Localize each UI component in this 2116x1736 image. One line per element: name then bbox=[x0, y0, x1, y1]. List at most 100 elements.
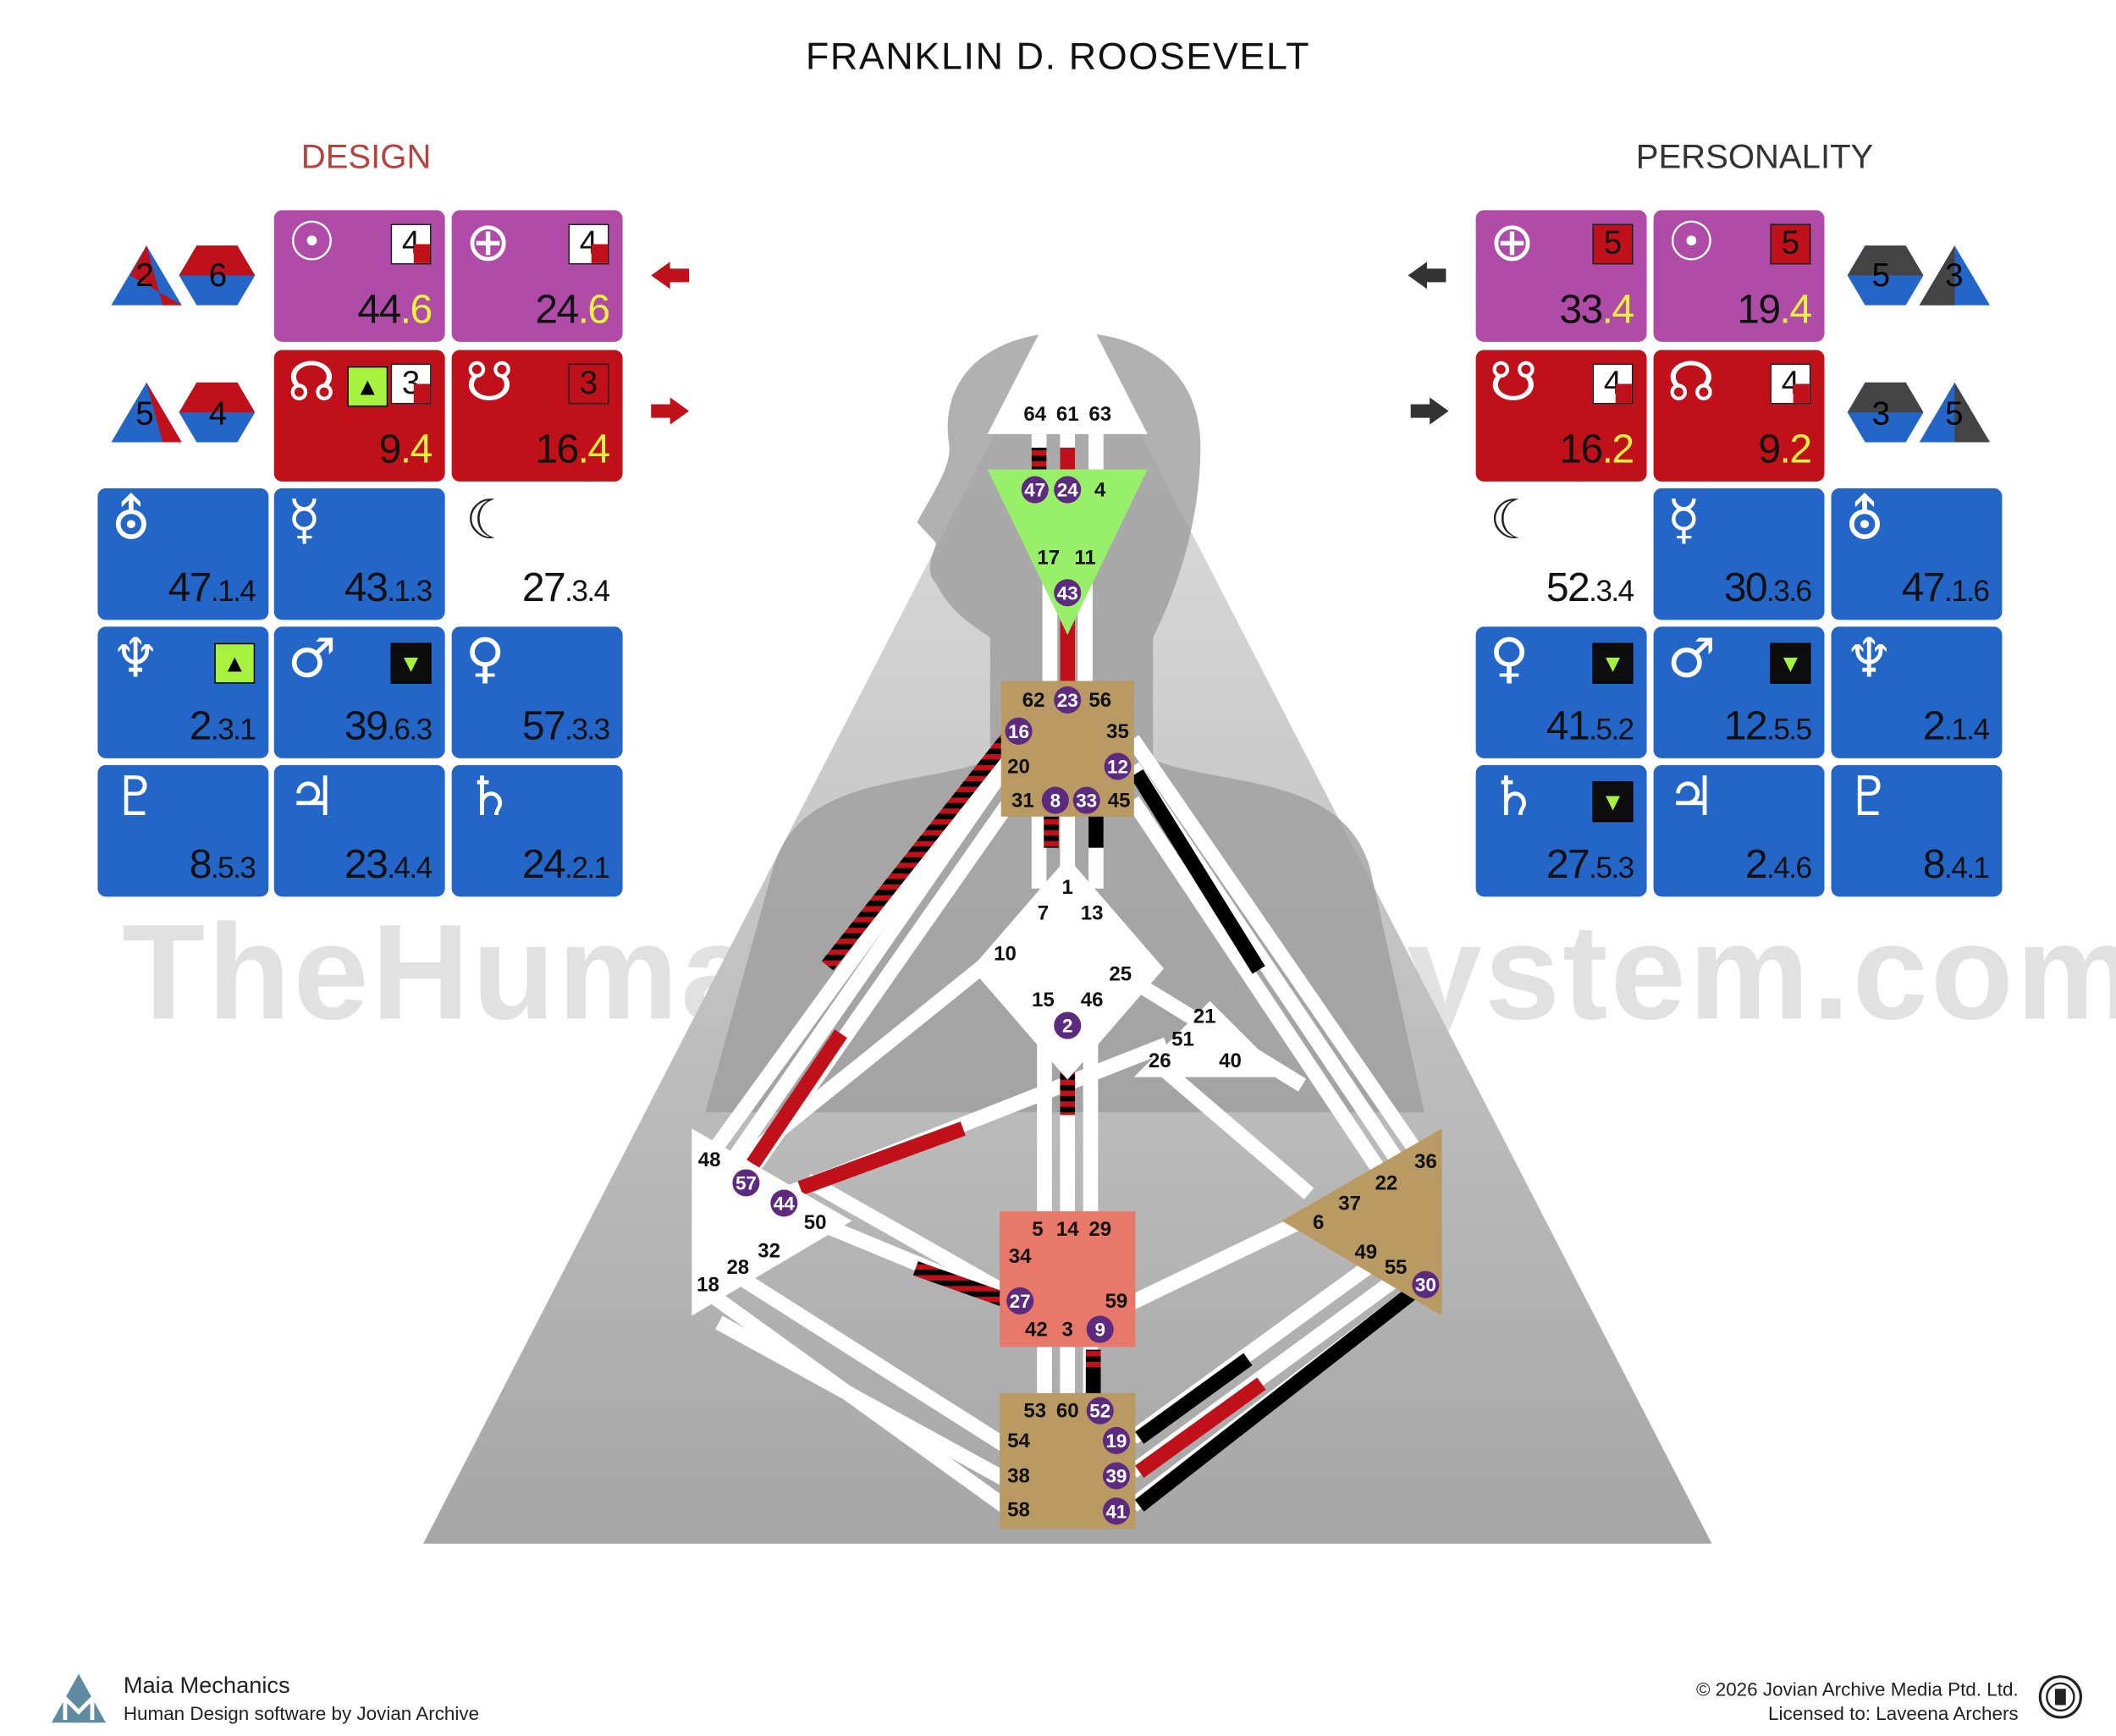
personality-pluto-card[interactable]: ♇ 8.4.1 bbox=[1831, 764, 2003, 897]
personality-sun-card[interactable]: ☉ 5 19.4 bbox=[1653, 210, 1825, 342]
design-sun-card[interactable]: ☉ 4 44.6 bbox=[273, 210, 445, 342]
personality-variables bbox=[1847, 245, 1991, 443]
personality-uranus-card[interactable]: ⛢ 47.1.6 bbox=[1831, 488, 2003, 620]
design-uranus-card[interactable]: ⛢ 47.1.4 bbox=[97, 488, 269, 620]
personality-mars-card[interactable]: ♂ ▼ 12.5.5 bbox=[1653, 626, 1825, 758]
svg-text:64: 64 bbox=[1023, 403, 1046, 426]
svg-text:6: 6 bbox=[1313, 1211, 1324, 1234]
svg-text:17: 17 bbox=[1037, 547, 1060, 570]
svg-text:49: 49 bbox=[1354, 1241, 1377, 1264]
south-node-icon: ☋ bbox=[1489, 351, 1538, 414]
arrow-down-icon: ▼ bbox=[1592, 781, 1634, 823]
svg-text:48: 48 bbox=[698, 1149, 721, 1171]
activated-channels bbox=[747, 447, 1423, 1512]
gate-value: 16 bbox=[535, 427, 579, 472]
line-box: 4 bbox=[568, 223, 609, 265]
design-pluto-card[interactable]: ♇ 8.5.3 bbox=[97, 764, 269, 897]
moon-icon: ☾ bbox=[1489, 489, 1539, 553]
svg-text:14: 14 bbox=[1056, 1218, 1079, 1241]
design-venus-card[interactable]: ♀ 57.3.3 bbox=[451, 626, 623, 758]
personality-saturn-card[interactable]: ♄ ▼ 27.5.3 bbox=[1475, 764, 1647, 897]
line-value: .3.6 bbox=[1766, 573, 1812, 608]
svg-text:4: 4 bbox=[1094, 479, 1106, 502]
line-value: 4 bbox=[410, 427, 433, 472]
design-jupiter-card[interactable]: ♃ 23.4.4 bbox=[273, 764, 445, 897]
gate-value: 43 bbox=[344, 565, 388, 611]
svg-text:11: 11 bbox=[1074, 547, 1095, 570]
gate-value: 8 bbox=[1922, 842, 1946, 888]
gate-value: 2 bbox=[1744, 842, 1768, 888]
svg-text:20: 20 bbox=[1007, 755, 1030, 778]
personality-earth-card[interactable]: ⊕ 5 33.4 bbox=[1475, 210, 1647, 342]
svg-text:34: 34 bbox=[1009, 1245, 1032, 1268]
svg-text:41: 41 bbox=[1105, 1501, 1127, 1522]
line-value: .5.5 bbox=[1766, 712, 1812, 747]
personality-north-node-card[interactable]: ☊ 4 9.2 bbox=[1653, 350, 1825, 482]
design-mercury-card[interactable]: ☿ 43.1.3 bbox=[273, 488, 445, 620]
line-box: 4 bbox=[390, 223, 432, 265]
svg-text:25: 25 bbox=[1109, 963, 1132, 986]
gate-value: 24 bbox=[521, 842, 566, 888]
line-value: .4.6 bbox=[1766, 850, 1812, 885]
design-neptune-card[interactable]: ♆ ▲ 2.3.1 bbox=[97, 626, 269, 758]
line-value: .3.1 bbox=[210, 712, 256, 747]
line-value: .2.1 bbox=[565, 850, 610, 885]
line-value: 2 bbox=[1789, 427, 1812, 472]
moon-icon: ☾ bbox=[465, 489, 515, 553]
personality-jupiter-card[interactable]: ♃ 2.4.6 bbox=[1653, 764, 1825, 897]
gate-value: 12 bbox=[1723, 703, 1768, 749]
pluto-icon: ♇ bbox=[1844, 766, 1894, 829]
line-value: 6 bbox=[410, 287, 433, 333]
uranus-icon: ⛢ bbox=[111, 489, 152, 553]
arrow-up-icon: ▲ bbox=[347, 366, 388, 407]
jovian-seal-icon bbox=[2038, 1675, 2082, 1719]
design-header: DESIGN bbox=[300, 138, 432, 177]
arrow-down-icon: ▼ bbox=[390, 642, 432, 684]
svg-text:8: 8 bbox=[1050, 791, 1061, 812]
line-value: .1.3 bbox=[387, 573, 433, 608]
svg-text:56: 56 bbox=[1088, 689, 1111, 712]
design-mars-card[interactable]: ♂ ▼ 39.6.3 bbox=[273, 626, 445, 758]
line-value: .1.4 bbox=[210, 573, 256, 608]
design-saturn-card[interactable]: ♄ 24.2.1 bbox=[451, 764, 623, 897]
gate-value: 2 bbox=[189, 703, 212, 749]
svg-text:30: 30 bbox=[1415, 1275, 1436, 1296]
personality-south-node-card[interactable]: ☋ 4 16.2 bbox=[1475, 350, 1647, 482]
design-south-node-card[interactable]: ☋ 3 16.4 bbox=[451, 350, 623, 482]
line-value: .1.6 bbox=[1944, 573, 1990, 608]
head-center bbox=[987, 278, 1148, 434]
personality-neptune-card[interactable]: ♆ 2.1.4 bbox=[1831, 626, 2003, 758]
svg-text:45: 45 bbox=[1108, 790, 1131, 813]
line-value: .5.2 bbox=[1589, 712, 1634, 747]
north-node-icon: ☊ bbox=[287, 351, 336, 414]
svg-text:5: 5 bbox=[1032, 1218, 1043, 1241]
svg-text:13: 13 bbox=[1081, 902, 1104, 925]
brand-name: Maia Mechanics bbox=[123, 1673, 290, 1699]
line-value: .3.4 bbox=[1589, 573, 1634, 608]
personality-venus-card[interactable]: ♀ ▼ 41.5.2 bbox=[1475, 626, 1647, 758]
design-earth-card[interactable]: ⊕ 4 24.6 bbox=[451, 210, 623, 342]
uranus-icon: ⛢ bbox=[1844, 489, 1885, 553]
arrow-down-icon: ▼ bbox=[1592, 642, 1634, 684]
svg-text:12: 12 bbox=[1107, 756, 1128, 777]
personality-header: PERSONALITY bbox=[1635, 138, 1874, 177]
pluto-icon: ♇ bbox=[111, 766, 160, 829]
design-north-node-card[interactable]: ☊ ▲ 3 9.4 bbox=[273, 350, 445, 482]
gate-value: 52 bbox=[1546, 565, 1590, 611]
line-value: .4.1 bbox=[1944, 850, 1990, 885]
line-box: 4 bbox=[1592, 363, 1634, 405]
personality-moon-card[interactable]: ☾ 52.3.4 bbox=[1476, 488, 1647, 620]
mercury-icon: ☿ bbox=[287, 489, 322, 553]
design-arrow-right bbox=[651, 397, 690, 425]
design-arrow-left bbox=[651, 262, 690, 289]
gate-value: 19 bbox=[1737, 287, 1781, 333]
chart-title: FRANKLIN D. ROOSEVELT bbox=[805, 35, 1311, 78]
license: Licensed to: Laveena Archers bbox=[1768, 1702, 2019, 1724]
gate-value: 9 bbox=[378, 427, 402, 472]
personality-mercury-card[interactable]: ☿ 30.3.6 bbox=[1653, 488, 1825, 620]
design-moon-card[interactable]: ☾ 27.3.4 bbox=[452, 488, 623, 620]
design-var-1a: 2 bbox=[135, 257, 154, 295]
sun-icon: ☉ bbox=[1667, 212, 1716, 274]
svg-text:9: 9 bbox=[1094, 1320, 1105, 1341]
gate-value: 39 bbox=[344, 703, 388, 749]
